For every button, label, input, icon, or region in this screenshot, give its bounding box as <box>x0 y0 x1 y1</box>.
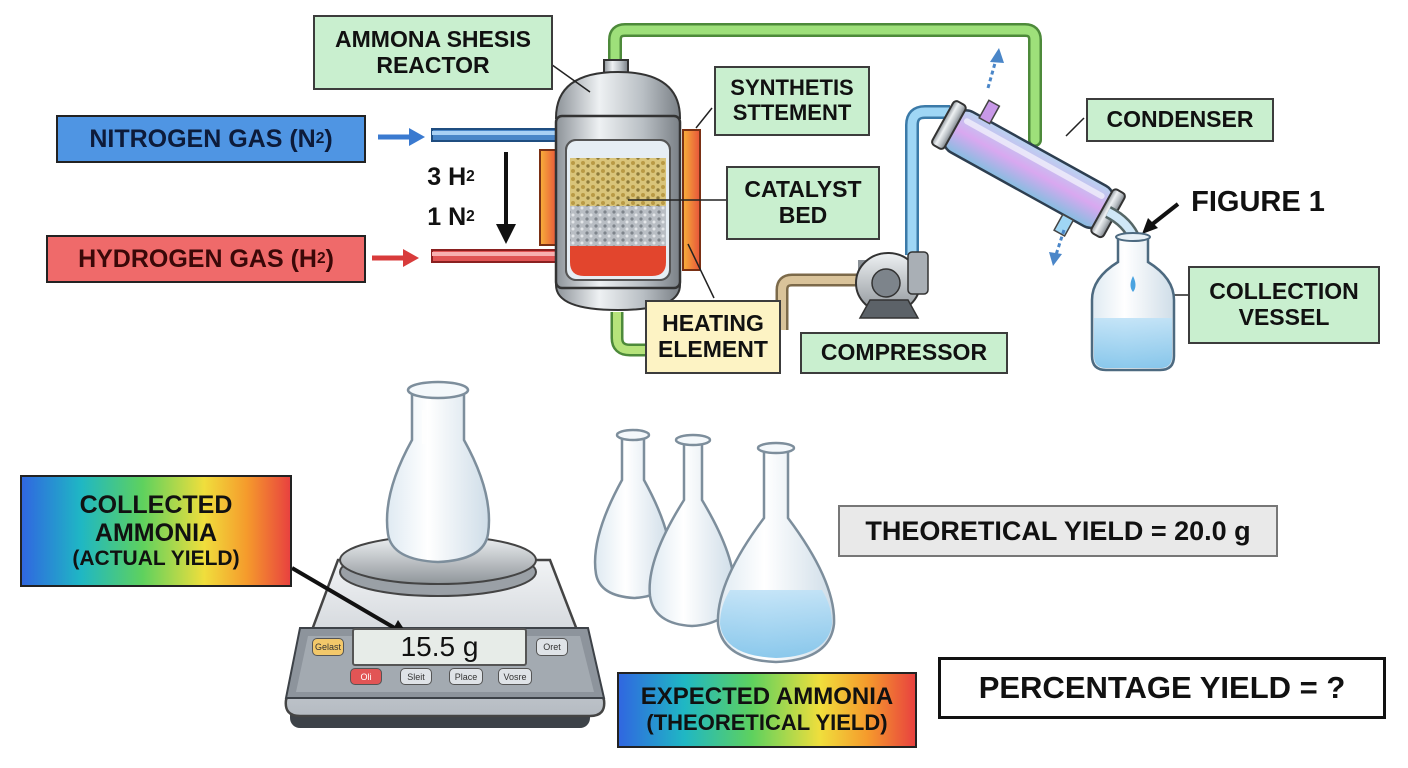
balance-button-3[interactable]: Place <box>449 668 483 685</box>
collection-label-line-2: VESSEL <box>1238 304 1330 330</box>
condenser-label-text: CONDENSER <box>1106 106 1254 133</box>
nitrogen-label-close: ) <box>324 125 333 153</box>
empty-flask-small <box>593 428 673 600</box>
expected-label-line-1: EXPECTED AMMONIA <box>640 683 894 711</box>
figure-label-text: FIGURE 1 <box>1191 185 1325 218</box>
reactor-label: AMMONA SHESIS REACTOR <box>313 15 553 90</box>
balance-button-3-label: Place <box>454 671 478 682</box>
collected-label-line-2: AMMONIA <box>94 519 218 548</box>
balance-button-2-label: Sleit <box>407 671 425 682</box>
balance-button-top-right[interactable]: Oret <box>536 638 568 656</box>
reactor-heat-zone <box>570 246 666 276</box>
collection-vessel <box>1090 232 1176 372</box>
heating-label-line-2: ELEMENT <box>658 336 768 362</box>
ratio-nitrogen-text: 1 N <box>427 203 467 231</box>
expected-ammonia-label: EXPECTED AMMONIA (THEORETICAL YIELD) <box>617 672 917 748</box>
reactor-dome <box>554 70 682 119</box>
synthesis-label-line-1: SYNTHETIS <box>730 75 854 101</box>
compressor-label: COMPRESSOR <box>800 332 1008 374</box>
ratio-nitrogen-sub: 2 <box>466 208 475 226</box>
collected-ammonia-label: COLLECTED AMMONIA (ACTUAL YIELD) <box>20 475 292 587</box>
collection-label: COLLECTION VESSEL <box>1188 266 1380 344</box>
hydrogen-label-text: HYDROGEN GAS (H <box>78 245 317 273</box>
expected-label-line-2: (THEORETICAL YIELD) <box>646 710 888 736</box>
compressor-inlet-pipe <box>775 273 860 330</box>
condenser-label: CONDENSER <box>1086 98 1274 142</box>
catalyst-label: CATALYST BED <box>726 166 880 240</box>
hydrogen-label-close: ) <box>325 245 334 273</box>
balance-button-top-left[interactable]: Gelast <box>312 638 344 656</box>
collected-label-line-1: COLLECTED <box>79 491 233 520</box>
theoretical-yield-label: THEORETICAL YIELD = 20.0 g <box>838 505 1278 557</box>
balance-button-2[interactable]: Sleit <box>400 668 432 685</box>
catalyst-label-line-2: BED <box>778 202 828 228</box>
collection-label-line-1: COLLECTION <box>1209 278 1359 305</box>
heater-left <box>539 149 558 246</box>
reactor-label-line-2: REACTOR <box>376 51 490 78</box>
nitrogen-label-sub: 2 <box>315 130 325 148</box>
balance-button-1[interactable]: Oli <box>350 668 382 685</box>
empty-flask-medium <box>648 433 736 628</box>
balance-button-top-right-label: Oret <box>543 642 561 652</box>
balance-display: 15.5 g <box>352 628 527 666</box>
heating-label: HEATING ELEMENT <box>645 300 781 374</box>
percentage-yield-text: PERCENTAGE YIELD = ? <box>978 669 1346 705</box>
balance-button-4-label: Vosre <box>503 671 527 682</box>
ratio-hydrogen-sub: 2 <box>466 168 475 186</box>
heating-label-line-1: HEATING <box>662 310 764 337</box>
synthesis-label-line-2: STTEMENT <box>732 100 852 125</box>
synthesis-label: SYNTHETIS STTEMENT <box>714 66 870 136</box>
flask-on-balance <box>385 380 491 564</box>
catalyst-label-line-1: CATALYST <box>744 176 862 203</box>
balance-button-top-left-label: Gelast <box>314 642 341 652</box>
collected-label-line-3: (ACTUAL YIELD) <box>72 547 240 571</box>
ratio-hydrogen-text: 3 H <box>427 163 467 191</box>
balance-button-1-label: Oli <box>360 671 372 682</box>
condenser <box>931 99 1126 239</box>
figure-label: FIGURE 1 <box>1178 182 1338 222</box>
theoretical-yield-text: THEORETICAL YIELD = 20.0 g <box>865 515 1251 546</box>
balance-display-value: 15.5 g <box>400 631 479 662</box>
catalyst-gravel <box>570 206 666 246</box>
filled-flask <box>716 441 836 664</box>
balance-button-4[interactable]: Vosre <box>498 668 532 685</box>
reactor-label-line-1: AMMONA SHESIS <box>335 25 531 52</box>
catalyst-pellets <box>570 158 666 206</box>
compressor <box>855 251 929 319</box>
percentage-yield-label: PERCENTAGE YIELD = ? <box>938 657 1386 719</box>
compressor-label-text: COMPRESSOR <box>820 339 988 366</box>
hydrogen-label-sub: 2 <box>316 250 326 268</box>
nitrogen-label-text: NITROGEN GAS (N <box>89 125 316 153</box>
